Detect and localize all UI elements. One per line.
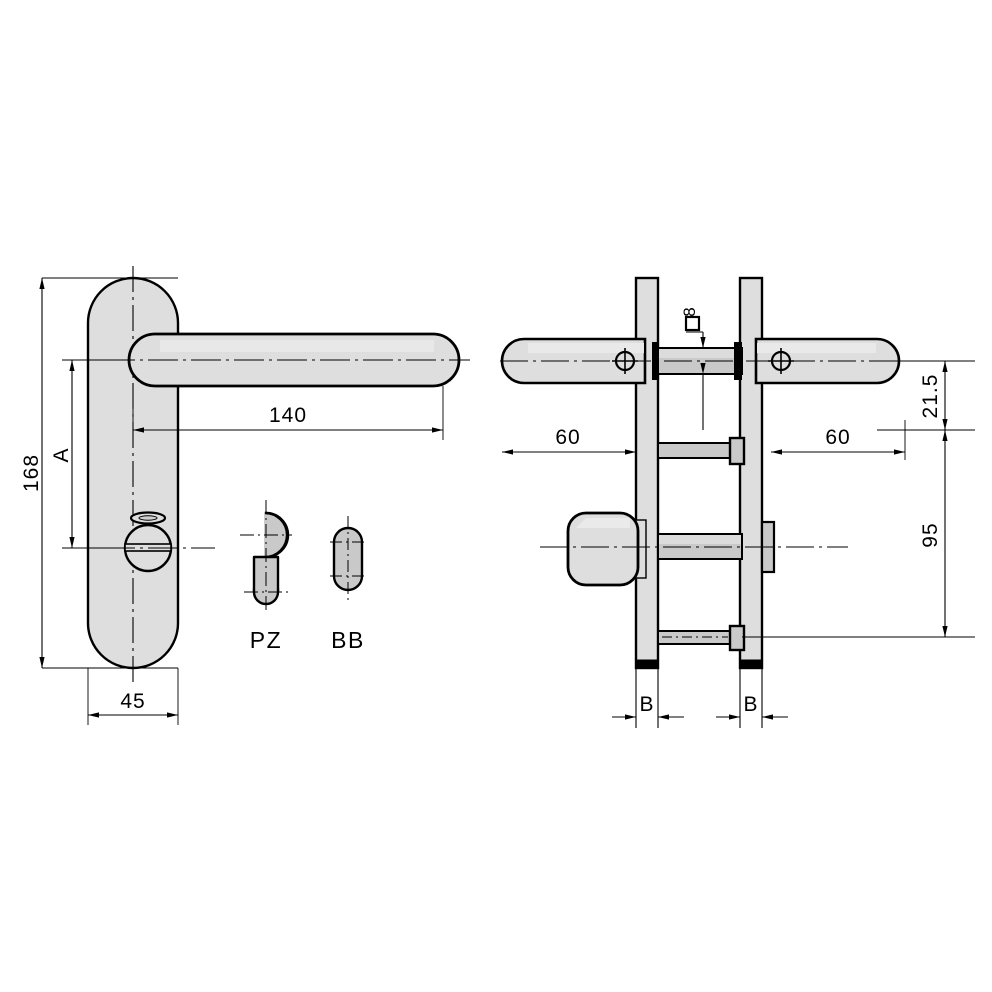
lock-spindle-shade [659, 535, 741, 544]
dim-plate-height-168 [39, 277, 178, 669]
escutcheon-bb-label: BB [331, 627, 365, 653]
turn-knob-side-highlight [576, 518, 630, 528]
dim-spindle-to-fixing-95 [742, 430, 975, 638]
lever-handle-highlight [160, 340, 434, 352]
dim-label-projection-right: 60 [825, 426, 850, 449]
backplate-side-right-gasket [739, 659, 763, 669]
dim-label-spindle-to-fixing: 95 [919, 522, 942, 547]
escutcheon-bb-shape [332, 526, 364, 592]
dim-label-plate-thickness-left: B [639, 693, 654, 716]
escutcheon-pz [240, 500, 292, 612]
backplate-side-left-gasket [635, 659, 659, 669]
square-spindle-shade [659, 349, 741, 358]
dim-projection-right-60 [771, 420, 906, 460]
dim-handle-length-140 [132, 386, 444, 440]
escutcheon-pz-label: PZ [250, 627, 282, 653]
dim-label-plate-height: 168 [20, 454, 43, 492]
dim-label-plate-width: 45 [120, 690, 145, 713]
dim-label-plate-thickness-right: B [743, 693, 758, 716]
fixing-bolt-upper-shaft [657, 442, 735, 459]
dim-plate-width-45 [87, 668, 179, 725]
turn-knob-slot-inner [138, 515, 158, 521]
fixing-bolt-upper-head [728, 436, 746, 466]
dim-label-projection-left: 60 [555, 426, 580, 449]
front-view-group: 168 A 140 45 PZ [20, 266, 470, 725]
dim-plate-thickness-right-B [716, 668, 788, 728]
dim-label-handle-length: 140 [269, 404, 307, 427]
escutcheon-pz-outline [252, 511, 289, 606]
side-view-group: 8 60 60 21.5 95 [500, 276, 975, 728]
backplate-side-left [634, 276, 660, 670]
fixing-bolt-lower-head [728, 624, 746, 652]
lever-side-left-highlight [528, 343, 644, 353]
spindle-shoulder-left [652, 342, 658, 380]
turn-knob-side-body [566, 511, 640, 587]
dim-label-plate-offset: 21.5 [919, 374, 942, 419]
escutcheon-bb [330, 516, 366, 600]
dim-label-handle-to-keyhole: A [50, 447, 73, 462]
dim-handle-to-keyhole-A [62, 359, 120, 549]
dim-spindle-size-8 [684, 315, 706, 430]
dim-plate-thickness-left-B [612, 668, 684, 728]
lever-side-right-highlight [757, 343, 876, 353]
backplate-side-right [738, 276, 764, 670]
dim-label-spindle-size: 8 [680, 307, 699, 316]
dim-plate-offset-21-5 [877, 360, 975, 431]
